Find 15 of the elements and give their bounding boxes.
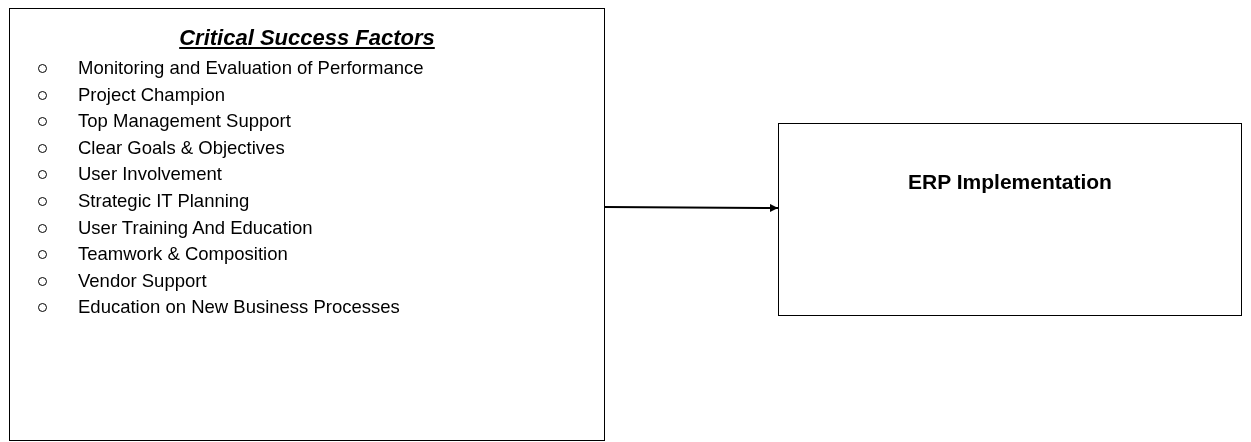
list-item: Project Champion xyxy=(78,83,226,106)
list-item: User Involvement xyxy=(78,163,222,186)
list-item: Clear Goals & Objectives xyxy=(78,136,285,159)
arrow xyxy=(604,203,779,212)
list-item: Education on New Business Processes xyxy=(78,296,400,319)
list-item: User Training And Education xyxy=(78,216,313,239)
list-heading: Critical Success Factors xyxy=(178,25,436,51)
list-box xyxy=(9,8,605,441)
list-item: Teamwork & Composition xyxy=(78,243,288,266)
list-item: Monitoring and Evaluation of Performance xyxy=(78,57,424,79)
box-title: ERP Implementation xyxy=(907,170,1113,194)
list-item: Top Management Support xyxy=(78,110,291,133)
process-box xyxy=(778,123,1242,316)
list-item: Vendor Support xyxy=(78,269,207,292)
list-item: Strategic IT Planning xyxy=(78,190,250,212)
